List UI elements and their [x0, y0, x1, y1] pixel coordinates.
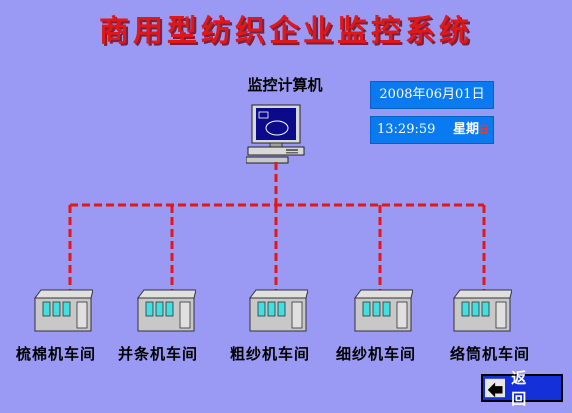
- workshop-building-icon[interactable]: [136, 288, 196, 332]
- workshop-label-spinning: 细纱机车间: [335, 345, 416, 363]
- back-button-label: 返回: [511, 369, 539, 408]
- week-label: 星期: [453, 122, 480, 137]
- workshop-building-icon[interactable]: [452, 288, 512, 332]
- time-display: 13:29:59 星期日: [370, 116, 494, 144]
- back-arrow-icon: [485, 378, 506, 398]
- server-label: 监控计算机: [247, 76, 323, 94]
- date-display: 2008年06月01日: [370, 81, 494, 109]
- workshop-label-roving: 粗纱机车间: [229, 345, 310, 363]
- page-title: 商用型纺织企业监控系统: [99, 14, 473, 49]
- computer-icon[interactable]: [246, 103, 306, 165]
- workshop-building-icon[interactable]: [33, 288, 93, 332]
- workshop-building-icon[interactable]: [248, 288, 308, 332]
- back-button[interactable]: 返回: [481, 369, 563, 408]
- weekday-display: 星期日: [453, 117, 489, 144]
- time-value: 13:29:59: [377, 122, 436, 137]
- workshop-label-carding: 梳棉机车间: [15, 345, 96, 363]
- workshop-label-drawing: 并条机车间: [117, 345, 198, 363]
- workshop-label-winding: 络筒机车间: [449, 345, 530, 363]
- workshop-building-icon[interactable]: [353, 288, 413, 332]
- weekday-value: 日: [479, 125, 490, 136]
